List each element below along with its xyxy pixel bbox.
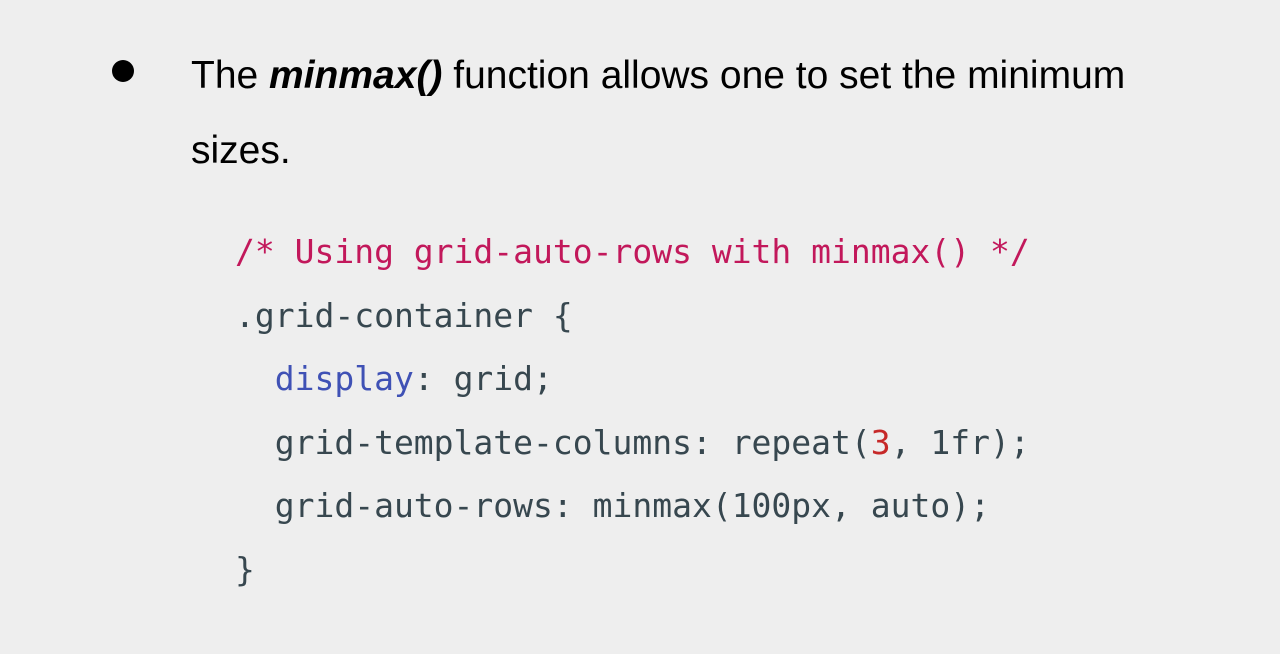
bullet-point-icon — [112, 60, 134, 82]
code-line: } — [235, 538, 1030, 602]
code-token: .grid-container { — [235, 295, 573, 335]
code-token: : grid; — [413, 359, 553, 398]
code-token: grid-auto-rows: minmax(100px, auto); — [235, 486, 990, 525]
code-token — [235, 359, 275, 398]
code-line: /* Using grid-auto-rows with minmax() */ — [235, 220, 1030, 284]
bullet-emphasis: minmax() — [269, 54, 443, 97]
code-line: .grid-container { — [235, 284, 1030, 348]
code-token: } — [235, 549, 255, 589]
code-property: display — [274, 359, 414, 398]
code-number: 3 — [870, 422, 891, 462]
code-comment: /* Using grid-auto-rows with minmax() */ — [235, 232, 1030, 271]
code-line: grid-template-columns: repeat(3, 1fr); — [235, 411, 1030, 475]
code-line: grid-auto-rows: minmax(100px, auto); — [235, 474, 1030, 538]
bullet-text-after: function allows one to set the minimum s… — [191, 54, 1126, 172]
code-block: /* Using grid-auto-rows with minmax() */… — [235, 220, 1030, 601]
code-token: grid-template-columns: repeat( — [235, 422, 871, 462]
bullet-text: The minmax() function allows one to set … — [191, 38, 1231, 188]
code-line: display: grid; — [235, 347, 1030, 411]
bullet-text-before: The — [191, 54, 270, 97]
code-token: , 1fr); — [890, 422, 1030, 462]
